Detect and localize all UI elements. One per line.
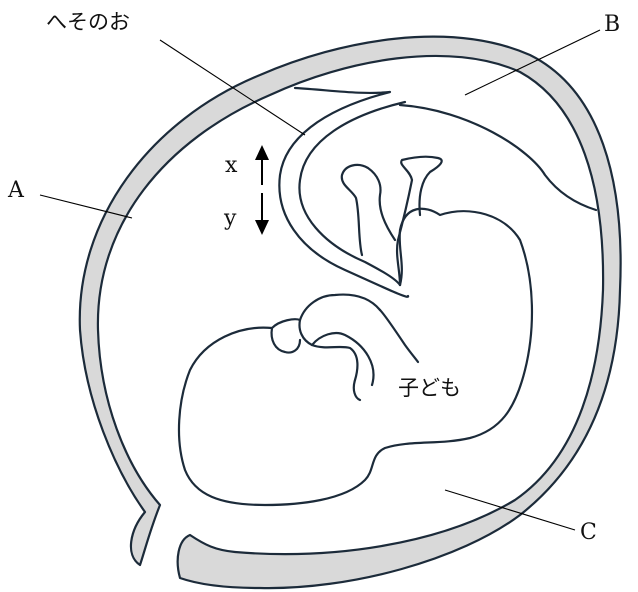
child-arm-upper bbox=[397, 157, 442, 285]
child-leg bbox=[312, 333, 373, 385]
label-x: x bbox=[225, 155, 237, 177]
child-foot bbox=[300, 320, 361, 400]
arrow-down-icon bbox=[255, 220, 269, 235]
uterine-wall-a bbox=[80, 37, 621, 588]
label-c: C bbox=[580, 522, 597, 544]
label-b: B bbox=[604, 14, 620, 36]
child-small-foot bbox=[272, 328, 300, 353]
label-a: A bbox=[8, 180, 24, 202]
label-umbilical-cord: へそのお bbox=[46, 12, 130, 33]
leader-b bbox=[465, 30, 600, 95]
label-y: y bbox=[224, 208, 236, 230]
child-knee bbox=[380, 310, 418, 362]
arrow-up-icon bbox=[255, 145, 269, 160]
child-arm-lower bbox=[342, 165, 395, 255]
label-child: 子ども bbox=[398, 378, 461, 399]
